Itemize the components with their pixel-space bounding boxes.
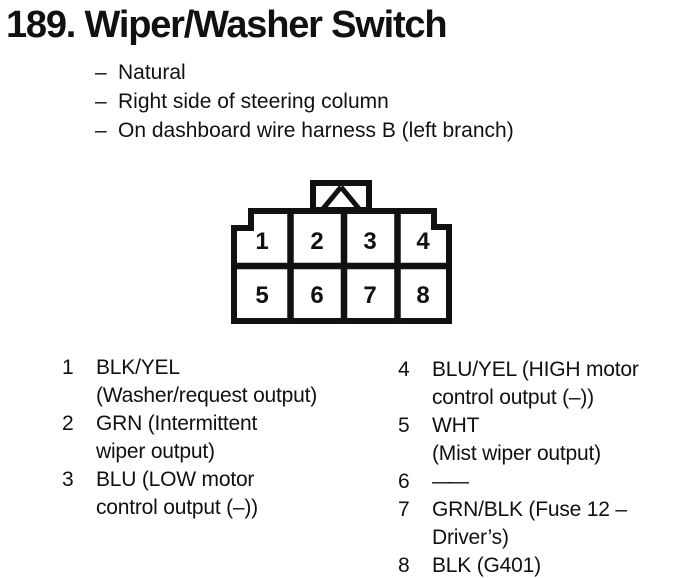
pin-description: BLK (G401) — [432, 552, 541, 578]
pin-description-line: control output (–)) — [432, 386, 594, 409]
pin-list-left-column: 1 BLK/YEL (Washer/request output) 2 GRN … — [62, 354, 317, 522]
pin-description-line: WHT — [432, 414, 480, 437]
pin-description: BLU/YEL (HIGH motor control output (–)) — [432, 356, 639, 412]
connector-diagram: 1 2 3 4 5 6 7 8 — [231, 180, 452, 324]
pin-description-line: BLU/YEL (HIGH motor — [432, 358, 639, 381]
pin-description-line: (Mist wiper output) — [432, 442, 601, 465]
pin-cavity-6: 6 — [310, 282, 323, 309]
pin-number: 1 — [62, 356, 74, 379]
pin-description-line: BLK (G401) — [432, 554, 541, 577]
pin-cavity-4: 4 — [416, 228, 430, 255]
pin-list-entry: 7 GRN/BLK (Fuse 12 – Driver’s) — [398, 496, 639, 552]
pin-number: 4 — [398, 358, 410, 381]
pin-cavity-7: 7 — [363, 282, 376, 309]
pin-description: BLK/YEL (Washer/request output) — [96, 354, 317, 410]
pin-list-right-column: 4 BLU/YEL (HIGH motor control output (–)… — [398, 356, 639, 578]
pin-list-entry: 4 BLU/YEL (HIGH motor control output (–)… — [398, 356, 639, 412]
pin-description: GRN (Intermittent wiper output) — [96, 410, 257, 466]
notes-list: – Natural – Right side of steering colum… — [95, 58, 514, 145]
pin-number: 2 — [62, 412, 74, 435]
note-dash: – — [95, 119, 107, 142]
pin-description-line: GRN/BLK (Fuse 12 – — [432, 498, 627, 521]
pin-description-line: BLU (LOW motor — [96, 468, 255, 491]
pin-cavity-1: 1 — [255, 228, 268, 255]
pin-list-entry: 1 BLK/YEL (Washer/request output) — [62, 354, 317, 410]
note-text: Right side of steering column — [118, 90, 389, 113]
note-item: – On dashboard wire harness B (left bran… — [95, 116, 514, 145]
pin-number: 3 — [62, 468, 74, 491]
pin-cavity-8: 8 — [416, 282, 429, 309]
note-dash: – — [95, 90, 107, 113]
pin-number: 6 — [398, 470, 410, 493]
pin-list-entry: 5 WHT (Mist wiper output) — [398, 412, 639, 468]
pin-description: —— — [432, 468, 469, 496]
pin-description-line: control output (–)) — [96, 496, 258, 519]
pin-description: BLU (LOW motor control output (–)) — [96, 466, 258, 522]
pin-description: GRN/BLK (Fuse 12 – Driver’s) — [432, 496, 627, 552]
pin-description-line: BLK/YEL — [96, 356, 180, 379]
connector-grid — [234, 211, 449, 321]
pin-cavity-5: 5 — [255, 282, 268, 309]
pin-description-line: GRN (Intermittent — [96, 412, 258, 435]
pin-list-entry: 6 —— — [398, 468, 639, 496]
pin-number: 8 — [398, 554, 410, 577]
pin-description: WHT (Mist wiper output) — [432, 412, 601, 468]
pin-no-connection-dash: —— — [432, 470, 469, 493]
note-text: On dashboard wire harness B (left branch… — [118, 119, 514, 142]
note-item: – Right side of steering column — [95, 87, 514, 116]
pin-list-entry: 2 GRN (Intermittent wiper output) — [62, 410, 317, 466]
note-text: Natural — [118, 61, 186, 84]
pin-description-line: wiper output) — [96, 440, 215, 463]
pin-cavity-3: 3 — [363, 228, 376, 255]
pin-number: 7 — [398, 498, 410, 521]
pin-description-line: (Washer/request output) — [96, 384, 318, 407]
pin-list-entry: 8 BLK (G401) — [398, 552, 639, 578]
pin-list-entry: 3 BLU (LOW motor control output (–)) — [62, 466, 317, 522]
pin-cavity-2: 2 — [310, 228, 323, 255]
latch-triangle-icon — [320, 185, 362, 212]
pin-description-line: Driver’s) — [432, 526, 509, 549]
note-dash: – — [95, 61, 107, 84]
page-title: 189. Wiper/Washer Switch — [6, 4, 448, 46]
note-item: – Natural — [95, 58, 514, 87]
pin-number: 5 — [398, 414, 410, 437]
